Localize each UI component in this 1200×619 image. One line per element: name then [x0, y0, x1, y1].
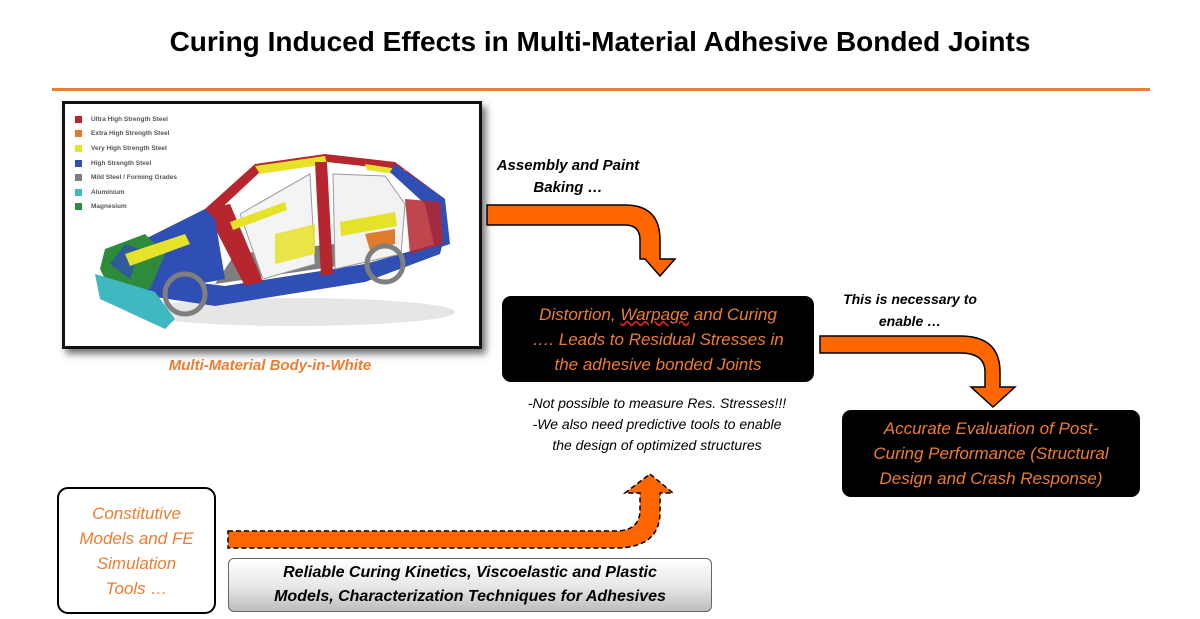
constitutive-box: Constitutive Models and FE Simulation To… — [57, 487, 216, 614]
evaluation-box: Accurate Evaluation of Post- Curing Perf… — [842, 410, 1140, 497]
legend-label: Aluminium — [91, 188, 125, 196]
legend-swatch — [75, 115, 82, 123]
legend-swatch — [75, 159, 82, 167]
legend-item: Very High Strength Steel — [75, 141, 177, 156]
title-divider — [52, 88, 1150, 91]
legend-item: Extra High Strength Steel — [75, 127, 177, 142]
assembly-label: Assembly and Paint Baking … — [496, 157, 640, 196]
distortion-rest: …. Leads to Residual Stresses in the adh… — [532, 329, 784, 374]
legend-item: Ultra High Strength Steel — [75, 112, 177, 127]
legend-label: Ultra High Strength Steel — [91, 115, 168, 123]
distortion-emphasis: Warpage — [620, 304, 690, 324]
legend-item: Aluminium — [75, 185, 177, 200]
legend-label: Very High Strength Steel — [91, 144, 167, 152]
distortion-box: Distortion, Warpage and Curing …. Leads … — [502, 296, 814, 382]
distortion-text: Distortion, Warpage and Curing …. Leads … — [532, 302, 783, 377]
legend-label: Mild Steel / Forming Grades — [91, 174, 177, 182]
legend-item: Mild Steel / Forming Grades — [75, 170, 177, 185]
necessary-label: This is necessary to enable … — [843, 291, 977, 329]
notes-text: -Not possible to measure Res. Stresses!!… — [527, 395, 787, 453]
legend-swatch — [75, 144, 82, 152]
legend-item: High Strength Steel — [75, 156, 177, 171]
reliable-models-box: Reliable Curing Kinetics, Viscoelastic a… — [228, 558, 712, 612]
arrow-assembly — [486, 204, 677, 278]
page-title: Curing Induced Effects in Multi-Material… — [169, 26, 1031, 57]
arrow-dashed-upward — [227, 473, 676, 549]
distortion-line1-post: and Curing — [689, 304, 777, 324]
legend-label: Extra High Strength Steel — [91, 130, 170, 138]
material-legend: Ultra High Strength Steel Extra High Str… — [75, 112, 177, 214]
legend-label: Magnesium — [91, 203, 127, 211]
car-body-illustration — [95, 154, 455, 329]
evaluation-text: Accurate Evaluation of Post- Curing Perf… — [873, 419, 1109, 488]
body-in-white-image: Ultra High Strength Steel Extra High Str… — [62, 101, 482, 349]
distortion-line1-pre: Distortion, — [539, 304, 621, 324]
legend-label: High Strength Steel — [91, 159, 152, 167]
car-caption: Multi-Material Body-in-White — [168, 357, 372, 374]
legend-swatch — [75, 174, 82, 182]
legend-swatch — [75, 203, 82, 211]
legend-swatch — [75, 188, 82, 196]
legend-swatch — [75, 130, 82, 138]
arrow-enable — [819, 335, 1017, 409]
legend-item: Magnesium — [75, 200, 177, 215]
